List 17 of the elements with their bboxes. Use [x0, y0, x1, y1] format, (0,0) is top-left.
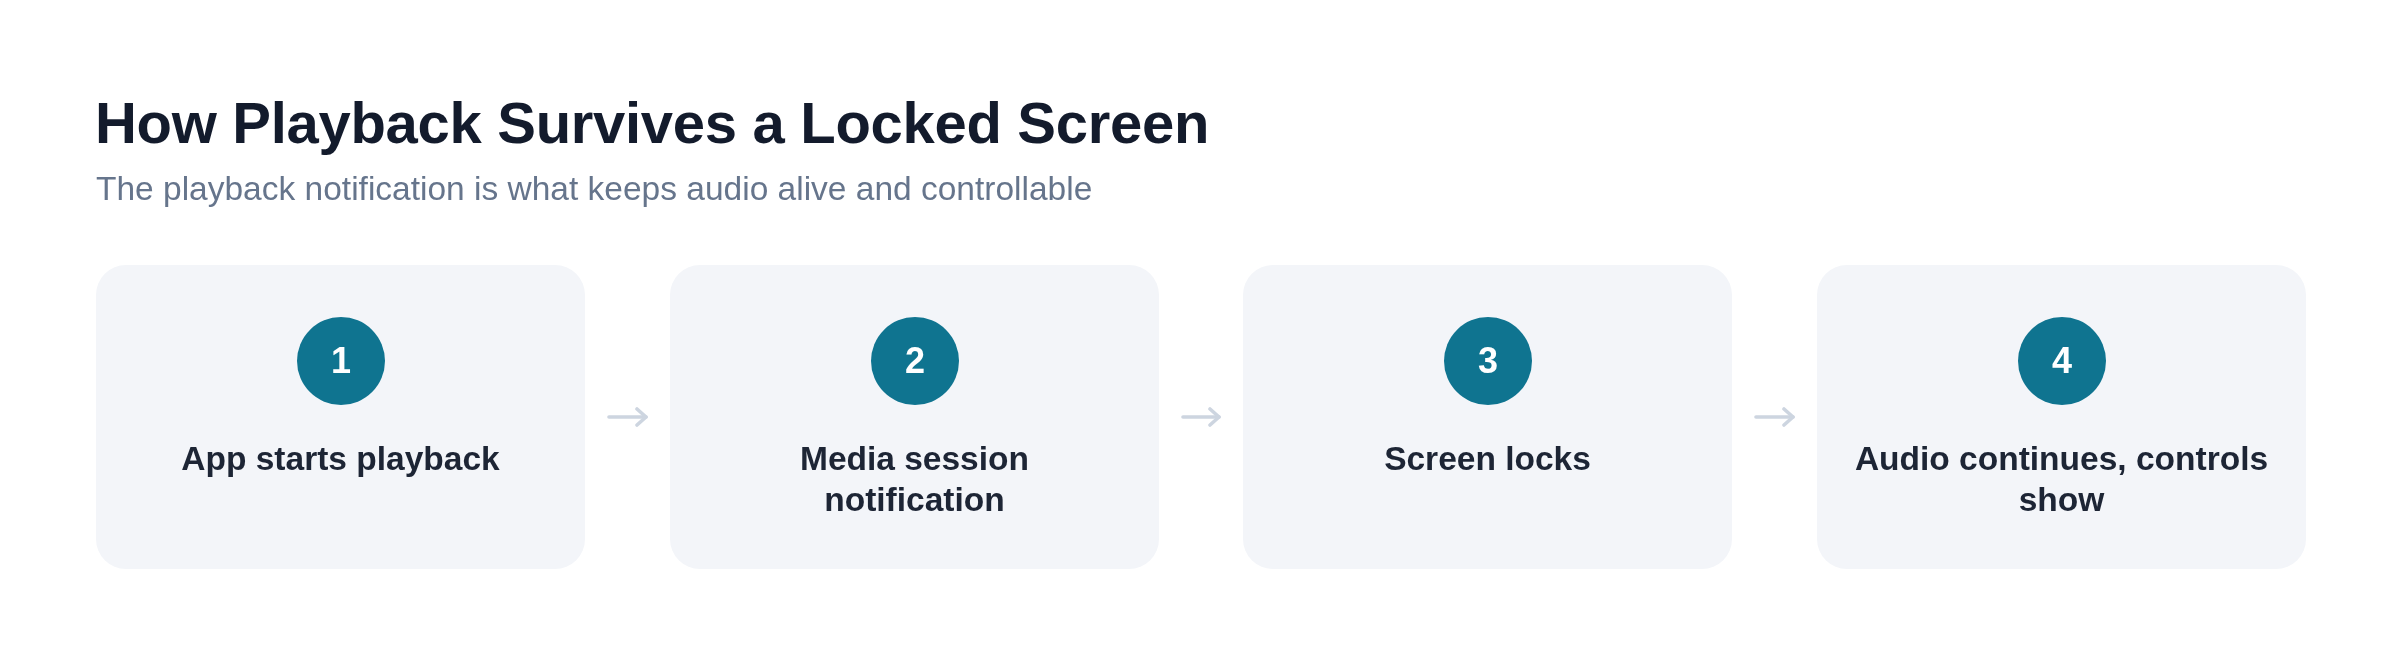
step-number-badge: 4 — [2018, 317, 2106, 405]
step-card — [670, 265, 1159, 569]
step-card — [1243, 265, 1732, 569]
step-label: Screen locks — [1384, 440, 1591, 477]
arrow — [607, 407, 648, 427]
step-number-badge: 1 — [297, 317, 385, 405]
step-card — [96, 265, 585, 569]
arrow — [1754, 407, 1795, 427]
step-label: Audio continues, controls show — [1854, 440, 2269, 518]
step-number-badge: 3 — [1444, 317, 1532, 405]
subtitle: The playback notification is what keeps audio alive and controllable — [96, 170, 1093, 209]
step-number-badge: 2 — [871, 317, 959, 405]
arrow — [1181, 407, 1221, 427]
title: How Playback Survives a Locked Screen — [95, 90, 1209, 157]
step-card — [1817, 265, 2306, 569]
step-label: Media session notification — [800, 440, 1029, 518]
step-label: App starts playback — [181, 440, 500, 477]
